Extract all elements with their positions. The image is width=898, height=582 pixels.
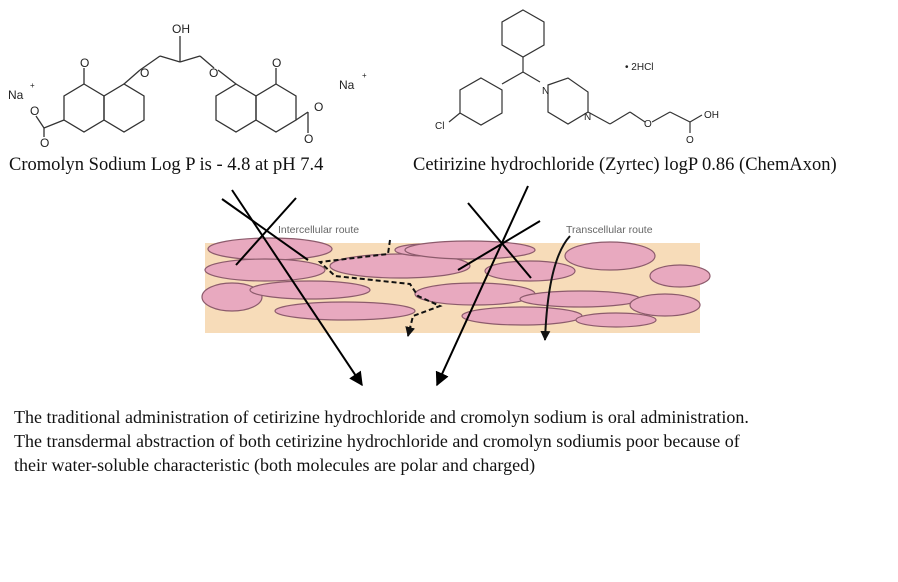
cromolyn-caption: Cromolyn Sodium Log P is - 4.8 at pH 7.4 xyxy=(9,155,324,175)
svg-text:O: O xyxy=(30,104,39,118)
svg-text:Cl: Cl xyxy=(435,121,444,132)
paragraph-line: The traditional administration of cetiri… xyxy=(14,407,749,427)
cetirizine-caption: Cetirizine hydrochloride (Zyrtec) logP 0… xyxy=(413,155,837,175)
cetirizine-atom-labels: • 2HCl Cl N N O O OH xyxy=(435,62,719,146)
svg-text:O: O xyxy=(644,119,652,130)
blocked-route-marks xyxy=(221,185,541,387)
cross-line xyxy=(457,220,541,271)
cromolyn-arrow xyxy=(231,189,363,387)
transcellular-route-label: Transcellular route xyxy=(566,224,653,236)
svg-text:N: N xyxy=(542,86,549,97)
svg-text:O: O xyxy=(304,132,313,146)
cetirizine-structure xyxy=(448,9,703,133)
svg-text:O: O xyxy=(140,66,149,80)
na-right-label: Na xyxy=(339,78,355,92)
skin-tissue-illustration: Intercellular route Transcellular route xyxy=(201,224,711,341)
svg-text:O: O xyxy=(314,100,323,114)
svg-text:+: + xyxy=(30,81,35,90)
cross-line xyxy=(235,197,297,266)
cromolyn-atom-labels: OH Na + Na + O O O O O O O O xyxy=(8,22,367,150)
salt-label: • 2HCl xyxy=(625,62,654,73)
paragraph-line: The transdermal abstraction of both ceti… xyxy=(14,431,740,451)
oh-label: OH xyxy=(172,22,190,36)
cromolyn-structure xyxy=(35,36,309,137)
svg-text:OH: OH xyxy=(704,110,719,121)
svg-text:+: + xyxy=(362,71,367,80)
intercellular-route-label: Intercellular route xyxy=(278,224,359,236)
svg-text:O: O xyxy=(80,56,89,70)
svg-text:O: O xyxy=(209,66,218,80)
svg-text:O: O xyxy=(40,136,49,150)
svg-text:O: O xyxy=(272,56,281,70)
cetirizine-arrow xyxy=(435,185,529,387)
svg-text:N: N xyxy=(584,112,591,123)
svg-text:O: O xyxy=(686,135,694,146)
cells xyxy=(201,237,711,328)
explanation-paragraph: The traditional administration of cetiri… xyxy=(14,405,894,477)
paragraph-line: their water-soluble characteristic (both… xyxy=(14,455,536,475)
intercellular-route-path xyxy=(317,239,443,337)
cross-line xyxy=(221,198,309,261)
cross-line xyxy=(467,202,532,279)
na-left-label: Na xyxy=(8,88,24,102)
transcellular-route-arrow xyxy=(540,235,571,341)
